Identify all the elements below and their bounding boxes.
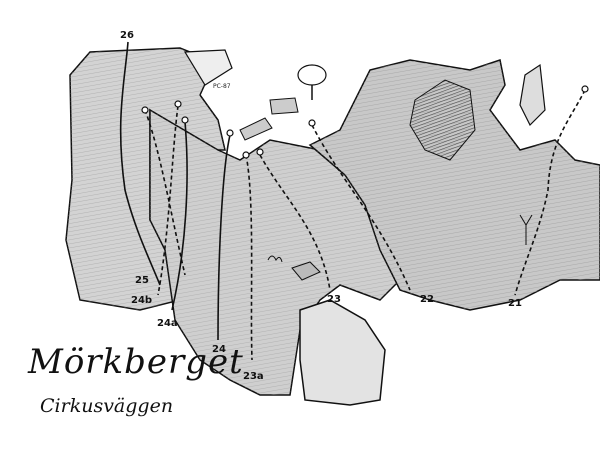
pillar — [519, 63, 546, 127]
sector-subtitle: Cirkusväggen — [40, 395, 174, 417]
tree-icon — [297, 64, 327, 100]
overhang-shadow — [409, 79, 476, 161]
route-line-25 — [144, 109, 186, 276]
route-line-23 — [259, 154, 331, 291]
route-label-23a: 23a — [243, 371, 264, 382]
route-label-24: 24 — [212, 344, 226, 355]
route-line-26 — [119, 41, 161, 286]
route-label-24b: 24b — [131, 295, 152, 306]
crag-title: Mörkberget — [28, 342, 244, 382]
route-label-21: 21 — [508, 298, 522, 309]
capstone — [183, 49, 233, 86]
pc-note: PC-87 — [213, 83, 231, 90]
route-line-21 — [514, 89, 586, 296]
route-line-22 — [311, 124, 411, 291]
route-label-23: 23 — [327, 294, 341, 305]
route-line-24 — [217, 134, 231, 341]
route-label-24a: 24a — [157, 318, 178, 329]
route-lines — [119, 41, 586, 361]
left-rock-block — [65, 47, 233, 311]
route-label-25: 25 — [135, 275, 149, 286]
central-rock-wall — [149, 108, 401, 406]
foreground-boulder — [299, 299, 386, 406]
right-rock-mass — [308, 59, 600, 311]
ledge-block — [239, 117, 273, 141]
route-label-26: 26 — [120, 30, 134, 41]
loose-block — [269, 97, 299, 115]
small-tree-icon — [267, 214, 533, 263]
route-line-24a — [171, 121, 188, 311]
anchor-markers — [141, 85, 589, 159]
route-label-22: 22 — [420, 294, 434, 305]
route-line-24b — [157, 105, 179, 296]
route-labels: 26 25 24b 24a 24 23a 23 22 21 PC-87 — [120, 30, 522, 382]
small-block — [291, 261, 321, 281]
